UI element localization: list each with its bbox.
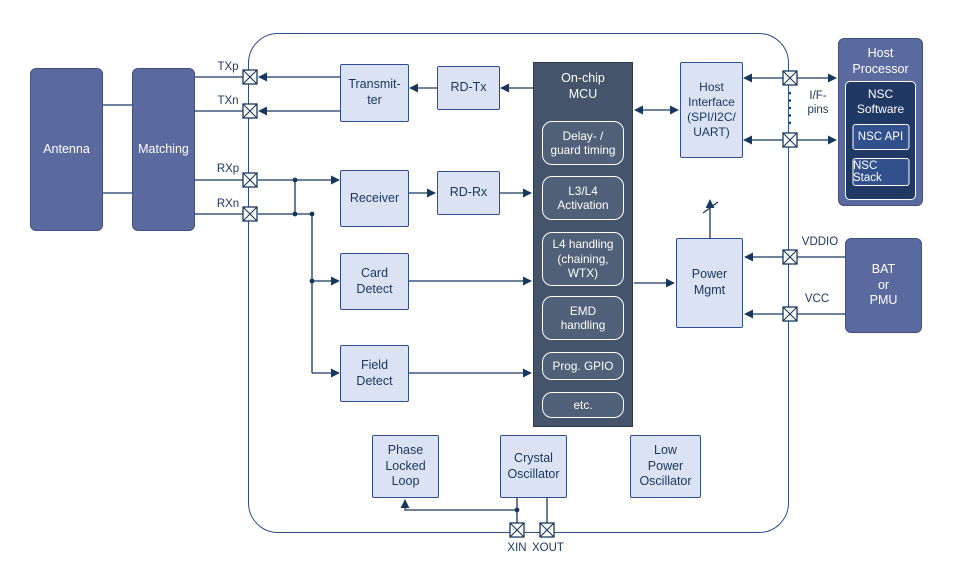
wire-rx-path [195,175,340,378]
transmitter-label: Transmit- ter [348,77,401,107]
matching-block: Matching [132,68,195,231]
field-detect-block: Field Detect [340,345,409,402]
nsc-api-block: NSC API [852,124,909,150]
pin-label-if-pins: I/F- pins [807,90,829,116]
wire-hostinterface-hostprocessor [743,73,837,145]
pin-label-txp: TXp [217,61,239,73]
mcu-item-l3-l4-activation: L3/L4 Activation [542,176,624,220]
card-detect-label: Card Detect [356,265,393,296]
pin-label-txn: TXn [217,95,239,107]
pad-if-2 [782,132,798,148]
wire-crystal-pll [400,499,517,511]
pad-if-1 [782,70,798,86]
power-mgmt-label: Power Mgmt [691,267,728,297]
wire-powermgmt-supply [702,199,719,238]
pin-label-xout: XOUT [532,542,564,554]
power-mgmt-block: Power Mgmt [676,238,743,328]
pad-rxn [242,206,258,222]
mcu-item-emd-handling: EMD handling [542,296,624,340]
nsc-stack-block: NSC Stack [852,158,909,186]
mcu-title: On-chip MCU [561,71,605,102]
host-interface-label: Host Interface (SPI/I2C/ UART) [687,80,736,139]
rd-rx-label: RD-Rx [449,185,488,200]
crystal-oscillator-block: Crystal Oscillator [500,435,567,498]
pad-vcc [782,306,798,322]
bat-pmu-label: BAT or PMU [869,262,898,308]
low-power-oscillator-label: Low Power Oscillator [639,443,692,489]
nsc-software-block: NSC Software NSC API NSC Stack [845,81,916,200]
pin-label-rxp: RXp [216,163,240,175]
antenna-label: Antenna [43,141,90,156]
pad-txn [242,103,258,119]
mcu-item-delay-guard-timing: Delay- / guard timing [542,121,624,165]
receiver-label: Receiver [349,190,400,205]
pad-vddio [782,249,798,265]
crystal-oscillator-label: Crystal Oscillator [507,450,560,481]
pad-xout [539,522,555,538]
pad-txp [242,69,258,85]
rd-tx-block: RD-Tx [437,66,500,110]
host-interface-block: Host Interface (SPI/I2C/ UART) [680,62,743,158]
pin-label-xin: XIN [507,542,527,554]
pin-label-vcc: VCC [804,293,830,305]
mcu-item-l4-handling: L4 handling (chaining, WTX) [542,232,624,286]
host-processor-block: Host Processor NSC Software NSC API NSC … [838,38,923,206]
phase-locked-loop-label: Phase Locked Loop [385,443,426,489]
phase-locked-loop-block: Phase Locked Loop [372,435,439,498]
card-detect-block: Card Detect [340,253,409,310]
bat-pmu-block: BAT or PMU [845,238,922,333]
on-chip-mcu-block: On-chip MCU Delay- / guard timing L3/L4 … [533,62,633,427]
low-power-oscillator-block: Low Power Oscillator [630,435,701,498]
wire-antenna-matching [103,104,132,194]
receiver-block: Receiver [340,170,409,227]
pin-label-vddio: VDDIO [801,236,839,248]
mcu-item-prog-gpio: Prog. GPIO [542,352,624,380]
pad-rxp [242,172,258,188]
wire-tx-path [195,72,340,116]
field-detect-label: Field Detect [356,357,393,388]
matching-label: Matching [138,141,189,156]
pin-label-rxn: RXn [216,198,240,210]
rd-tx-label: RD-Tx [450,80,487,95]
wire-crystal-xin-xout [514,498,548,523]
pad-xin [509,522,525,538]
rd-rx-block: RD-Rx [437,171,500,215]
antenna-block: Antenna [30,68,103,231]
mcu-item-etc: etc. [542,392,624,418]
host-processor-label: Host Processor [852,46,909,76]
transmitter-block: Transmit- ter [340,64,409,122]
nsc-software-label: NSC Software [856,87,905,116]
